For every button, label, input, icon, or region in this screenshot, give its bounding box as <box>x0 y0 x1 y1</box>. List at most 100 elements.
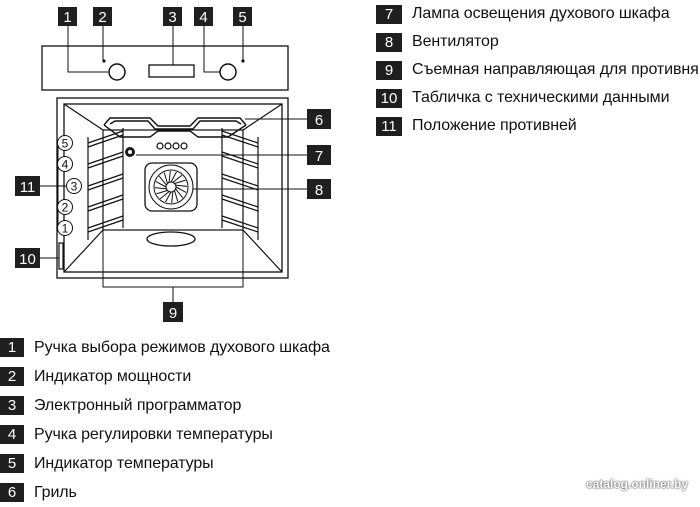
legend-text: Ручка выбора режимов духового шкафа <box>34 338 330 356</box>
shelf-level-label: 4 <box>62 158 69 172</box>
legend-number: 11 <box>376 116 402 136</box>
callout-number: 7 <box>315 148 323 165</box>
fan-blade <box>154 187 167 190</box>
grill-fastener <box>156 142 188 150</box>
rating-plate <box>58 242 64 270</box>
legend-item: 3 Электронный программатор <box>0 391 330 420</box>
legend-right: 7 Лампа освещения духового шкафа 8 Вентиля… <box>376 0 699 140</box>
shelf-runner <box>221 194 259 212</box>
callout-10: 10 <box>15 248 40 268</box>
shelf-level-2: 2 <box>57 199 73 215</box>
legend-text: Индикатор мощности <box>34 367 192 385</box>
callout-4: 4 <box>194 7 213 26</box>
shelf-runner <box>221 173 259 191</box>
fan-blade <box>165 191 172 203</box>
legend-text: Ручка регулировки температуры <box>34 425 273 443</box>
shelf-level-1: 1 <box>57 220 73 236</box>
callout-9: 9 <box>163 302 183 322</box>
shelf-level-4: 4 <box>57 156 73 172</box>
legend-item: 1 Ручка выбора режимов духового шкафа <box>0 333 330 362</box>
oven-back-wall <box>102 129 244 231</box>
fan-blade <box>174 190 179 202</box>
fan-blade <box>175 184 188 187</box>
shelf-runner <box>221 215 259 233</box>
legend-text: Лампа освещения духового шкафа <box>412 5 670 22</box>
right-shelf-runners <box>221 128 259 240</box>
legend-item: 10 Табличка с техническими данными <box>376 84 699 112</box>
programmer-display <box>148 64 195 78</box>
shelf-level-3: 3 <box>66 178 82 194</box>
temperature-indicator <box>241 59 245 63</box>
callout-7: 7 <box>307 145 331 165</box>
control-panel <box>41 45 289 91</box>
legend-text: Электронный программатор <box>34 396 242 414</box>
legend-text: Табличка с техническими данными <box>412 89 670 106</box>
fan-blade <box>158 175 167 186</box>
legend-number: 6 <box>0 483 24 502</box>
callout-number: 2 <box>98 9 106 26</box>
callout-8: 8 <box>307 179 331 199</box>
legend-number: 10 <box>376 88 402 108</box>
legend-item: 6 Гриль <box>0 478 330 507</box>
callout-2: 2 <box>93 7 112 26</box>
shelf-runner <box>221 151 259 169</box>
legend-number: 2 <box>0 367 24 386</box>
fan-blade <box>171 191 174 204</box>
legend-text: Положение противней <box>412 117 577 134</box>
mode-knob <box>108 63 126 81</box>
legend-number: 5 <box>0 454 24 473</box>
callout-11: 11 <box>15 176 40 196</box>
callout-number: 11 <box>20 179 36 196</box>
fan-blade <box>168 170 171 183</box>
shelf-runner <box>87 151 124 169</box>
fan-blade <box>174 179 186 184</box>
leader-lines <box>40 26 307 302</box>
legend-number: 7 <box>376 4 402 24</box>
fan-blade <box>172 174 183 183</box>
legend-text: Вентилятор <box>412 33 499 50</box>
shelf-level-label: 3 <box>71 180 78 194</box>
callout-6: 6 <box>307 109 331 129</box>
legend-item: 8 Вентилятор <box>376 28 699 56</box>
fan-blade <box>159 191 170 200</box>
shelf-level-label: 5 <box>62 137 69 151</box>
legend-text: Индикатор температуры <box>34 454 214 472</box>
callout-number: 10 <box>19 251 36 268</box>
callout-5: 5 <box>233 7 252 26</box>
bottom-element <box>146 231 196 247</box>
legend-number: 4 <box>0 425 24 444</box>
shelf-runner <box>87 130 124 148</box>
legend-text: Гриль <box>34 483 77 501</box>
legend-number: 3 <box>0 396 24 415</box>
callout-1: 1 <box>58 7 77 26</box>
watermark: catalog.onliner.by <box>585 477 688 491</box>
callout-number: 9 <box>169 305 177 322</box>
legend-item: 2 Индикатор мощности <box>0 362 330 391</box>
legend-item: 11 Положение противней <box>376 112 699 140</box>
legend-number: 9 <box>376 60 402 80</box>
power-indicator <box>102 59 106 63</box>
legend-item: 5 Индикатор температуры <box>0 449 330 478</box>
callout-3: 3 <box>163 7 182 26</box>
oven-cavity <box>63 103 283 273</box>
legend-item: 9 Съемная направляющая для противня <box>376 56 699 84</box>
callout-number: 4 <box>199 9 207 26</box>
shelf-level-label: 2 <box>62 201 69 215</box>
shelf-runner <box>87 173 124 191</box>
legend-number: 1 <box>0 338 24 357</box>
shelf-runner <box>87 215 124 233</box>
callout-number: 8 <box>315 182 323 199</box>
temperature-knob <box>219 63 237 81</box>
shelf-level-label: 1 <box>62 222 69 236</box>
shelf-runner <box>87 194 124 212</box>
legend-item: 4 Ручка регулировки температуры <box>0 420 330 449</box>
shelf-level-5: 5 <box>57 135 73 151</box>
legend-number: 8 <box>376 32 402 52</box>
fan-blade <box>163 172 168 184</box>
fan <box>144 162 198 212</box>
legend-text: Съемная направляющая для противня <box>412 61 699 78</box>
callout-number: 1 <box>63 9 71 26</box>
fan-blade <box>175 186 187 193</box>
